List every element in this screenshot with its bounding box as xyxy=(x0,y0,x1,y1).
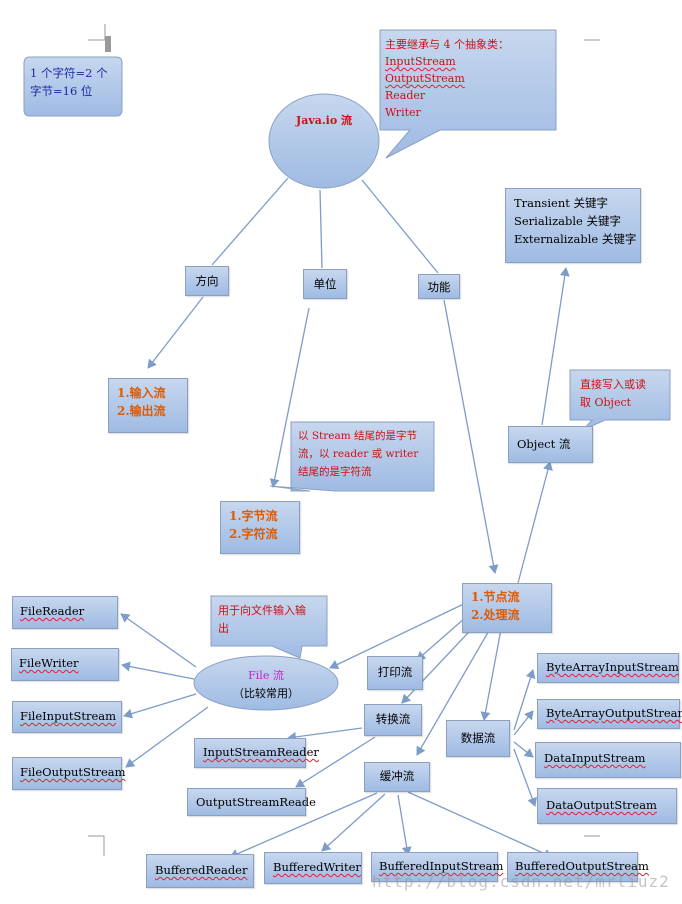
data-class-label: ByteArrayOutputStream xyxy=(546,706,682,720)
data-stream-label: 数据流 xyxy=(460,731,496,745)
note-chars: 1 个字符=2 个 字节=16 位 xyxy=(30,64,120,100)
java-io-node xyxy=(268,93,380,189)
buffer-class-box: BufferedOutputStream xyxy=(507,852,649,882)
file-class-box: FileReader xyxy=(12,596,118,629)
buffer-class-box: BufferedReader xyxy=(146,854,254,888)
direction-result: 1.输入流 2.输出流 xyxy=(108,378,188,433)
function-node: 功能 xyxy=(418,274,460,299)
function-label: 功能 xyxy=(427,280,451,294)
buffer-class-box: BufferedInputStream xyxy=(371,852,503,882)
keyword-item: Serializable 关键字 xyxy=(514,214,621,228)
buffer-class-label: BufferedWriter xyxy=(273,860,361,874)
buffer-stream-node: 缓冲流 xyxy=(364,762,430,792)
abstract-note: 主要继承与 4 个抽象类： InputStream OutputStream R… xyxy=(385,36,509,121)
keyword-item: Externalizable 关键字 xyxy=(514,232,637,246)
abstract-note-title: 主要继承与 4 个抽象类： xyxy=(385,38,509,51)
unit-note-line2: 流，以 reader 或 writer xyxy=(298,448,419,460)
unit-note-line3: 结尾的是字符流 xyxy=(298,466,372,478)
direction-result-line2: 2.输出流 xyxy=(117,404,166,418)
unit-node: 单位 xyxy=(303,269,347,299)
file-class-label: FileReader xyxy=(20,604,85,618)
file-stream-node xyxy=(193,655,339,711)
function-result-line2: 2.处理流 xyxy=(471,608,520,622)
function-result: 1.节点流 2.处理流 xyxy=(462,583,552,633)
buffer-class-box: BufferedWriter xyxy=(264,852,362,884)
java-io-label: Java.io 流 xyxy=(295,114,353,127)
convert-stream-label: 转换流 xyxy=(375,712,411,726)
data-class-box: DataOutputStream xyxy=(537,788,677,824)
abstract-note-callout xyxy=(379,29,557,159)
convert-class-box: OutputStreamReade xyxy=(187,788,316,816)
keyword-item: Transient 关键字 xyxy=(514,196,608,210)
object-stream-label: Object 流 xyxy=(517,437,571,451)
direction-node: 方向 xyxy=(185,266,229,296)
file-class-label: FileWriter xyxy=(19,656,79,670)
abstract-item: Writer xyxy=(385,106,421,119)
abstract-item: InputStream xyxy=(385,55,456,68)
abstract-item: Reader xyxy=(385,89,426,102)
object-note: 直接写入或读 取 Object xyxy=(580,376,646,412)
data-class-label: DataInputStream xyxy=(544,751,646,765)
unit-note-callout xyxy=(269,421,435,492)
print-stream-node: 打印流 xyxy=(367,656,423,690)
file-class-box: FileInputStream xyxy=(12,701,122,733)
buffer-class-label: BufferedOutputStream xyxy=(515,859,649,873)
unit-note: 以 Stream 结尾的是字节 流，以 reader 或 writer 结尾的是… xyxy=(298,427,426,481)
note-chars-callout xyxy=(23,56,123,117)
print-stream-label: 打印流 xyxy=(377,665,413,679)
unit-result: 1.字节流 2.字符流 xyxy=(220,501,300,554)
data-stream-node: 数据流 xyxy=(446,720,510,757)
file-note-line1: 用于向文件输入输 xyxy=(218,604,306,617)
unit-result-line2: 2.字符流 xyxy=(229,527,278,541)
arrows xyxy=(120,267,570,859)
direction-label: 方向 xyxy=(195,274,219,288)
function-result-line1: 1.节点流 xyxy=(471,590,520,604)
file-class-box: FileOutputStream xyxy=(12,757,126,790)
object-note-line2: 取 Object xyxy=(580,396,632,409)
buffer-class-label: BufferedInputStream xyxy=(379,859,504,873)
note-chars-line1: 1 个字符=2 个 xyxy=(30,66,108,80)
data-class-box: ByteArrayOutputStream xyxy=(537,699,682,729)
file-stream-line2: （比较常用） xyxy=(233,687,299,700)
buffer-class-label: BufferedReader xyxy=(155,863,248,877)
direction-result-line1: 1.输入流 xyxy=(117,386,166,400)
file-note: 用于向文件输入输 出 xyxy=(218,602,306,638)
file-class-box: FileWriter xyxy=(11,648,119,681)
data-class-label: ByteArrayInputStream xyxy=(546,660,679,674)
abstract-item: OutputStream xyxy=(385,72,465,85)
watermark: http://blog.csdn.net/mrliuz2 xyxy=(372,872,670,891)
object-stream-node: Object 流 xyxy=(508,426,593,463)
note-chars-line2: 字节=16 位 xyxy=(30,84,93,98)
buffer-stream-label: 缓冲流 xyxy=(379,769,415,783)
convert-class-box: InputStreamReader xyxy=(194,738,319,768)
data-class-box: ByteArrayInputStream xyxy=(537,653,679,683)
unit-note-line1: 以 Stream 结尾的是字节 xyxy=(298,430,418,442)
convert-class-label: OutputStreamReade xyxy=(196,795,316,809)
file-note-line2: 出 xyxy=(218,622,229,635)
file-note-callout xyxy=(210,595,328,659)
tree-lines xyxy=(211,177,439,274)
file-stream-label: File 流 （比较常用） xyxy=(196,667,336,703)
keywords-box: Transient 关键字 Serializable 关键字 Externali… xyxy=(505,188,641,263)
unit-label: 单位 xyxy=(313,277,337,291)
file-stream-line1: File 流 xyxy=(248,669,284,682)
convert-stream-node: 转换流 xyxy=(364,704,422,736)
unit-result-line1: 1.字节流 xyxy=(229,509,278,523)
data-class-box: DataInputStream xyxy=(535,742,681,778)
convert-class-label: InputStreamReader xyxy=(203,745,319,759)
file-class-label: FileOutputStream xyxy=(20,765,126,779)
page-corner-marks xyxy=(88,24,600,856)
object-note-line1: 直接写入或读 xyxy=(580,378,646,391)
data-class-label: DataOutputStream xyxy=(546,798,657,812)
file-class-label: FileInputStream xyxy=(20,709,117,723)
object-note-callout xyxy=(569,369,671,431)
